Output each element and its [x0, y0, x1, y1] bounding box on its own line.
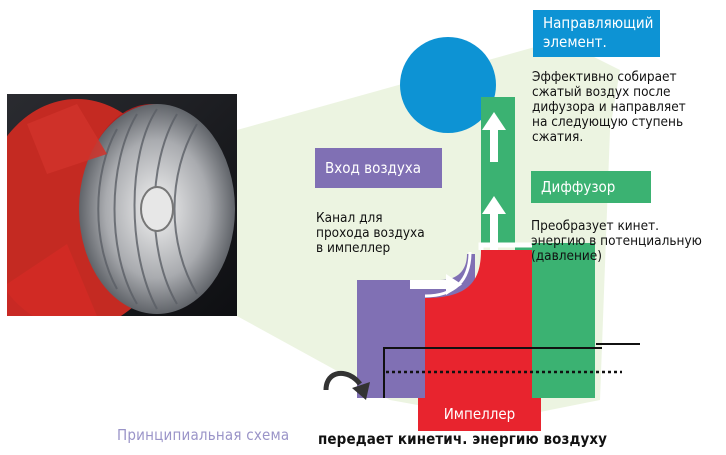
diffuser-description: Преобразует кинет. энергию в потенциальн…: [531, 218, 702, 264]
inlet-label: Вход воздуха: [315, 148, 442, 188]
guide-element-shape: [400, 37, 496, 133]
diagram-caption: Принципиальная схема: [117, 426, 290, 444]
guide-element-description: Эффективно собирает сжатый воздух после …: [532, 69, 686, 145]
guide-element-label: Направляющий элемент.: [533, 10, 660, 57]
flow-arrow-icon: [410, 112, 506, 295]
diffuser-label: Диффузор: [531, 171, 651, 203]
impeller-shape: [425, 250, 532, 398]
inlet-description: Канал для прохода воздуха в импеллер: [316, 210, 425, 256]
impeller-label: Импеллер: [418, 398, 541, 431]
impeller-description: передает кинетич. энергию воздуху: [318, 430, 608, 448]
compressor-photo: [7, 94, 237, 316]
curved-rotation-arrow-icon: [323, 371, 370, 400]
